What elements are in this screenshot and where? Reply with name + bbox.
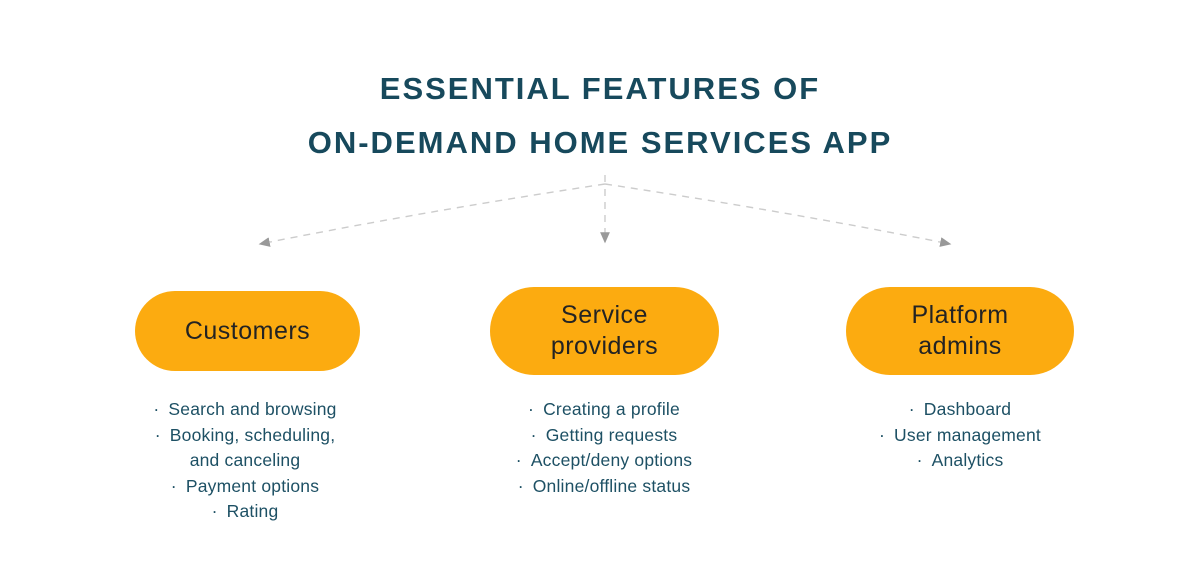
bullet-dot-icon: · [530, 424, 537, 445]
list-item: · Dashboard [810, 397, 1110, 423]
list-item-label: Analytics [931, 450, 1004, 470]
node-service-providers: Service providers [490, 287, 719, 375]
bullet-dot-icon: · [153, 399, 160, 419]
node-platform-admins: Platform admins [846, 287, 1074, 375]
list-item: · Analytics [810, 448, 1110, 474]
page-title-line1: ESSENTIAL FEATURES OF [379, 71, 821, 106]
node-platform-admins-label: Platform admins [911, 301, 1009, 360]
list-item: · Booking, scheduling, and canceling [95, 423, 395, 474]
list-item-label: Booking, scheduling, and canceling [169, 424, 336, 471]
list-item-label: Rating [226, 501, 279, 521]
list-item: · Accept/deny options [454, 448, 754, 474]
list-item-label: Payment options [185, 475, 320, 496]
node-service-providers-label: Service providers [550, 301, 659, 360]
list-item-label: Search and browsing [168, 399, 337, 419]
node-customers-label: Customers [184, 316, 311, 345]
feature-list-customers: · Search and browsing · Booking, scheduling… [95, 397, 395, 525]
page-title: ESSENTIAL FEATURES OF ON-DEMAND HOME SER… [0, 62, 1200, 170]
bullet-dot-icon: · [879, 424, 886, 445]
list-item: · User management [810, 423, 1110, 449]
bullet-dot-icon: · [154, 424, 161, 445]
bullet-dot-icon: · [515, 450, 522, 470]
list-item-label: Getting requests [545, 424, 678, 445]
connector-left [258, 183, 606, 247]
feature-list-platform-admins: · Dashboard · User management · Analytics [810, 397, 1110, 474]
bullet-dot-icon: · [170, 475, 177, 496]
list-item: · Creating a profile [454, 397, 754, 423]
list-item: · Payment options [95, 474, 395, 500]
bullet-dot-icon: · [211, 501, 218, 521]
connector-right [604, 183, 952, 247]
feature-list-service-providers: · Creating a profile · Getting requests · Acc… [454, 397, 754, 499]
list-item: · Rating [95, 499, 395, 525]
bullet-dot-icon: · [517, 475, 524, 496]
bullet-dot-icon: · [908, 399, 915, 419]
list-item-label: Accept/deny options [530, 450, 693, 470]
bullet-dot-icon: · [916, 450, 923, 470]
list-item: · Search and browsing [95, 397, 395, 423]
list-item-label: User management [894, 424, 1041, 445]
list-item-label: Online/offline status [532, 475, 691, 496]
node-customers: Customers [135, 291, 360, 371]
page-title-line2: ON-DEMAND HOME SERVICES APP [307, 125, 893, 160]
list-item-label: Dashboard [923, 399, 1012, 419]
list-item: · Getting requests [454, 423, 754, 449]
bullet-dot-icon: · [528, 399, 535, 419]
list-item: · Online/offline status [454, 474, 754, 500]
list-item-label: Creating a profile [543, 399, 680, 419]
